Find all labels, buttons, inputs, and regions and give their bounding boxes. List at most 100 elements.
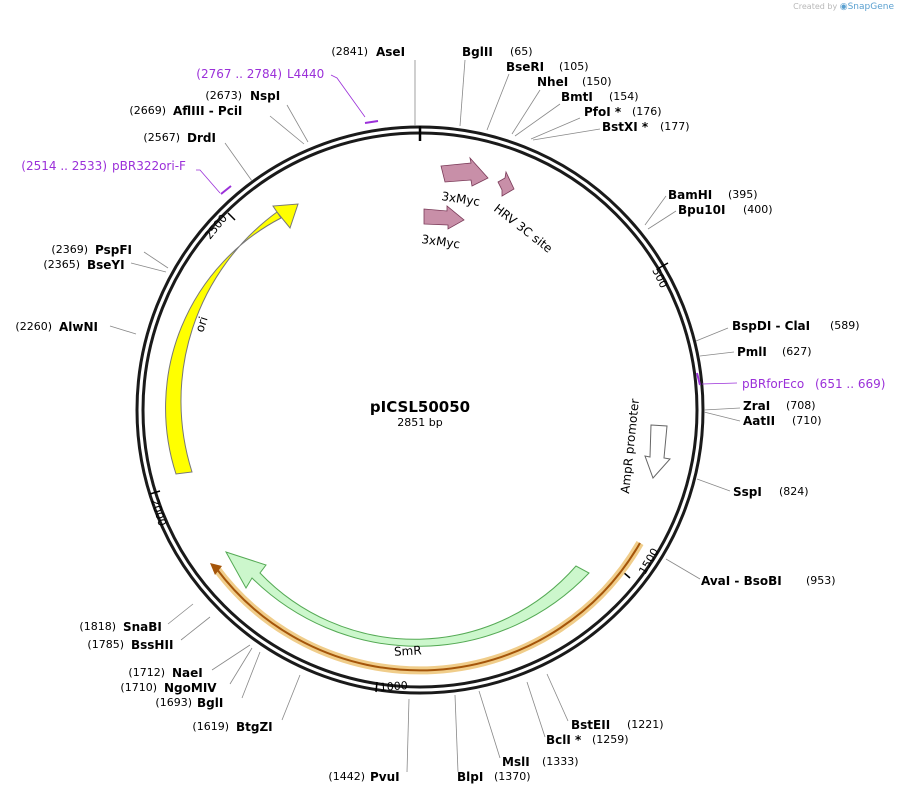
site-pos-BseYI: (2365) xyxy=(43,258,80,271)
site-leaders xyxy=(109,59,741,773)
feature-label-3xMyc-1: 3xMyc xyxy=(441,189,482,209)
tick-mark-1500 xyxy=(375,681,378,693)
tick-label-2500: 2500 xyxy=(202,212,230,242)
primer-name-L4440: L4440 xyxy=(287,67,324,81)
watermark-prefix: Created by xyxy=(793,2,838,11)
leader-BseRI xyxy=(486,73,510,131)
leader-NspI xyxy=(286,104,309,143)
site-name-BseRI: BseRI xyxy=(506,60,544,74)
leader-BstEII xyxy=(546,673,569,722)
leader-PvuI xyxy=(406,698,410,773)
site-pos-BglII: (65) xyxy=(510,45,533,58)
snapgene-watermark: Created by ◉SnapGene xyxy=(793,2,894,12)
site-name-AflIII-PciI: AflIII - PciI xyxy=(173,104,242,118)
site-pos-NaeI: (1712) xyxy=(128,666,165,679)
site-name-PfoI: PfoI * xyxy=(584,105,622,119)
site-pos-BssHII: (1785) xyxy=(87,638,124,651)
feature-3xMyc-2-arrow[interactable] xyxy=(423,205,465,230)
leader-AatII xyxy=(703,411,741,422)
site-pos-BstXI: (177) xyxy=(660,120,690,133)
primer-binding-arc-line xyxy=(215,542,641,672)
leader-BmtI xyxy=(514,103,561,137)
leader-NgoMIV xyxy=(229,647,253,685)
site-name-BclI: BclI * xyxy=(546,733,582,747)
tick-mark-2000 xyxy=(149,490,161,495)
site-name-NgoMIV: NgoMIV xyxy=(164,681,217,695)
site-name-NheI: NheI xyxy=(537,75,568,89)
plasmid-name: pICSL50050 xyxy=(370,398,470,416)
leader-BlpI xyxy=(454,694,459,773)
site-name-BglI: BglI xyxy=(197,696,223,710)
site-pos-BamHI: (395) xyxy=(728,188,758,201)
site-pos-BtgZI: (1619) xyxy=(192,720,229,733)
feature-3xMyc-1-arrow[interactable] xyxy=(440,156,489,187)
site-name-AvaI-BsoBI: AvaI - BsoBI xyxy=(701,574,782,588)
site-pos-NgoMIV: (1710) xyxy=(120,681,157,694)
site-name-BspDI-ClaI: BspDI - ClaI xyxy=(732,319,810,333)
site-name-SspI: SspI xyxy=(733,485,762,499)
snapgene-logo-icon: ◉ xyxy=(839,2,848,12)
site-pos-BspDI-ClaI: (589) xyxy=(830,319,860,332)
leader-NaeI xyxy=(211,644,251,671)
site-name-MslI: MslI xyxy=(502,755,530,769)
primer-marker-pBR322ori-F xyxy=(220,185,232,195)
site-pos-BlpI: (1370) xyxy=(494,770,531,783)
feature-label-3xMyc-2: 3xMyc xyxy=(421,232,461,251)
primer-leader-pBR322ori-F xyxy=(196,169,221,194)
site-pos-DrdI: (2567) xyxy=(143,131,180,144)
feature-label-ori: ori xyxy=(193,315,211,334)
primer-binding-arrowhead xyxy=(210,563,222,575)
site-pos-AflIII-PciI: (2669) xyxy=(129,104,166,117)
leader-DrdI xyxy=(224,142,253,182)
site-name-BmtI: BmtI xyxy=(561,90,593,104)
leader-BseYI xyxy=(130,262,167,273)
leader-BspDI xyxy=(695,327,729,342)
site-pos-BmtI: (154) xyxy=(609,90,639,103)
leader-BtgZI xyxy=(281,674,301,721)
leader-BamHI xyxy=(644,195,667,226)
site-name-BstXI: BstXI * xyxy=(602,120,649,134)
site-pos-ZraI: (708) xyxy=(786,399,816,412)
site-pos-AlwNI: (2260) xyxy=(15,320,52,333)
site-name-AatII: AatII xyxy=(743,414,775,428)
tick-mark-500 xyxy=(658,262,669,269)
site-pos-BstEII: (1221) xyxy=(627,718,664,731)
site-name-ZraI: ZraI xyxy=(743,399,770,413)
site-pos-MslI: (1333) xyxy=(542,755,579,768)
feature-label-SmR: SmR xyxy=(394,643,422,658)
primer-range-pBRforEco: (651 .. 669) xyxy=(815,377,885,391)
site-pos-PspFI: (2369) xyxy=(51,243,88,256)
primer-range-pBR322ori-F: (2514 .. 2533) xyxy=(21,159,107,173)
tick-mark-2500 xyxy=(227,212,236,221)
leader-AlwNI xyxy=(109,325,137,335)
site-pos-BclI: (1259) xyxy=(592,733,629,746)
feature-SmR-arrow[interactable] xyxy=(224,551,590,647)
site-name-BamHI: BamHI xyxy=(668,188,712,202)
leader-BglII xyxy=(459,59,466,127)
leader-SnaBI xyxy=(167,603,194,625)
site-name-SnaBI: SnaBI xyxy=(123,620,162,634)
primer-binding-arc xyxy=(212,541,644,675)
leader-AvaI xyxy=(665,558,701,580)
feature-HRV-3C-arrow[interactable] xyxy=(497,170,515,197)
site-pos-SnaBI: (1818) xyxy=(79,620,116,633)
site-name-PspFI: PspFI xyxy=(95,243,132,257)
site-pos-PvuI: (1442) xyxy=(328,770,365,783)
site-pos-SspI: (824) xyxy=(779,485,809,498)
site-name-NspI: NspI xyxy=(250,89,280,103)
site-name-AlwNI: AlwNI xyxy=(59,320,98,334)
site-pos-BseRI: (105) xyxy=(559,60,589,73)
primer-leader-L4440 xyxy=(330,74,366,118)
site-pos-PmlI: (627) xyxy=(782,345,812,358)
primer-name-pBRforEco: pBRforEco xyxy=(742,377,804,391)
leader-SspI xyxy=(696,478,731,492)
site-name-BlpI: BlpI xyxy=(457,770,483,784)
leader-AflIII xyxy=(269,115,305,145)
feature-AmpR-promoter-arrow[interactable] xyxy=(644,424,671,479)
site-pos-NheI: (150) xyxy=(582,75,612,88)
site-pos-NspI: (2673) xyxy=(205,89,242,102)
leader-PmlI xyxy=(699,351,735,357)
feature-ori-arrow[interactable] xyxy=(165,203,299,475)
site-name-NaeI: NaeI xyxy=(172,666,203,680)
feature-label-HRV-3C: HRV 3C site xyxy=(491,201,555,255)
